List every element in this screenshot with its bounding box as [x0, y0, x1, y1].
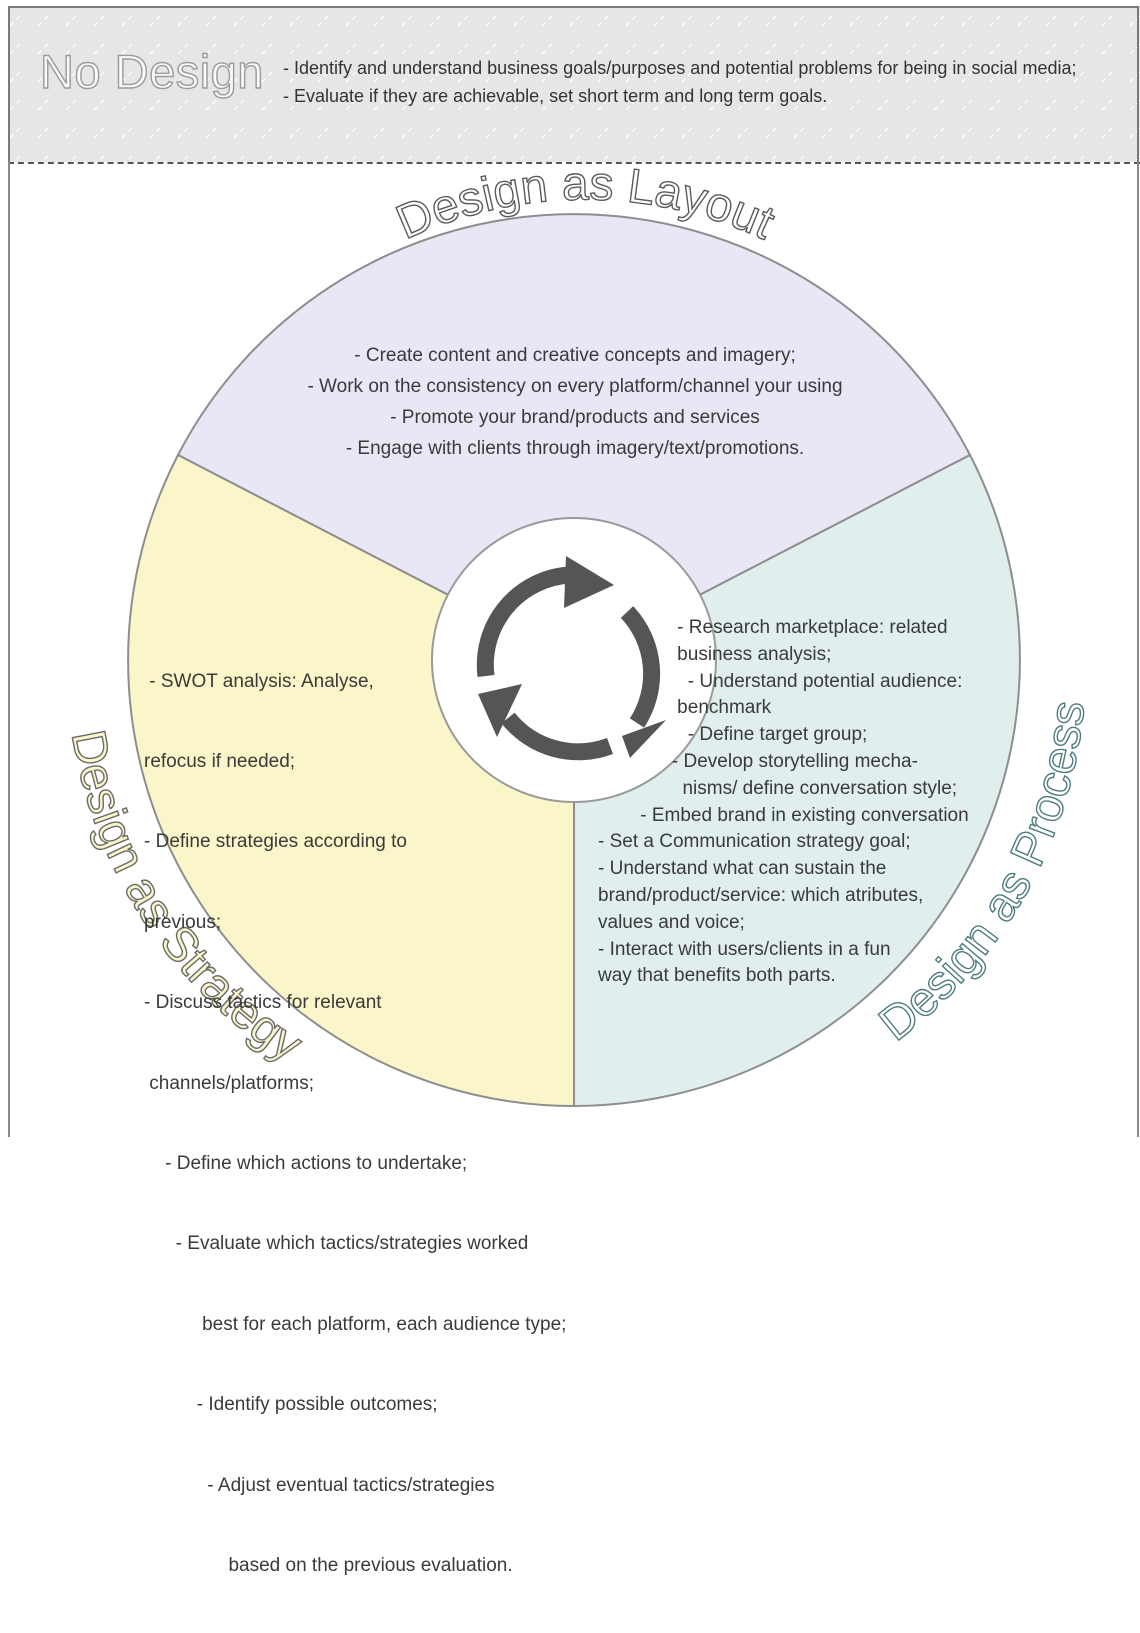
process-line: way that benefits both parts. [598, 965, 836, 987]
strategy-line: best for each platform, each audience ty… [144, 1313, 567, 1335]
cycle-arrowheads [478, 556, 666, 758]
layout-line: - Promote your brand/products and servic… [390, 407, 760, 428]
layout-segment [176, 213, 972, 662]
hatch-pattern [8, 6, 1140, 162]
strategy-line: previous; [144, 911, 222, 933]
strategy-line: based on the previous evaluation. [144, 1554, 513, 1576]
process-line: brand/product/service: which atributes, [598, 884, 924, 906]
process-line: - Develop storytelling mecha- [598, 750, 918, 772]
no-design-panel [8, 6, 1140, 162]
strategy-line: - Define which actions to undertake; [144, 1152, 468, 1174]
strategy-line: - Identify possible outcomes; [144, 1394, 438, 1416]
diagram-canvas: No Design - Identify and understand busi… [8, 6, 1140, 1576]
strategy-line: channels/platforms; [144, 1072, 315, 1094]
dashed-divider [8, 162, 1140, 164]
process-line: - Interact with users/clients in a fun [598, 938, 891, 960]
process-line: benchmark [598, 697, 772, 719]
process-line: nisms/ define conversation style; [598, 777, 958, 799]
cycle-arrows-icon [476, 566, 661, 761]
no-design-text: - Identify and understand business goals… [283, 54, 1138, 110]
strategy-line: refocus if needed; [144, 750, 296, 772]
frame-right-border [1137, 162, 1139, 1137]
no-design-line: - Identify and understand business goals… [283, 58, 1077, 78]
process-line: - Define target group; [598, 724, 868, 746]
strategy-line: - Define strategies according to [144, 831, 407, 853]
process-line: - Research marketplace: related [598, 617, 948, 638]
layout-line: - Create content and creative concepts a… [354, 345, 796, 366]
strategy-line: - Adjust eventual tactics/strategies [144, 1474, 495, 1496]
process-line: - Set a Communication strategy goal; [598, 831, 911, 853]
no-design-line: - Evaluate if they are achievable, set s… [283, 86, 828, 106]
strategy-line: - Discuss tactics for relevant [144, 992, 382, 1014]
layout-line: - Engage with clients through imagery/te… [345, 438, 805, 459]
strategy-line: - Evaluate which tactics/strategies work… [144, 1233, 529, 1255]
process-line: business analysis; [598, 643, 832, 665]
strategy-line: - SWOT analysis: Analyse, [144, 670, 374, 692]
process-line: values and voice; [598, 911, 745, 933]
design-wheel: Design as Layout Design as Strategy Desi… [60, 157, 1096, 1108]
process-line: - Understand potential audience: [598, 670, 963, 692]
layout-text: - Create content and creative concepts a… [230, 340, 920, 464]
no-design-border [8, 6, 1139, 162]
frame-left-border [8, 162, 10, 1137]
layout-line: - Work on the consistency on every platf… [307, 376, 843, 397]
strategy-text: - SWOT analysis: Analyse, refocus if nee… [144, 615, 574, 1633]
process-line: - Understand what can sustain the [598, 858, 887, 880]
process-line: - Embed brand in existing conversation [598, 804, 969, 826]
no-design-title: No Design [39, 44, 264, 98]
process-text: - Research marketplace: related business… [598, 615, 998, 990]
